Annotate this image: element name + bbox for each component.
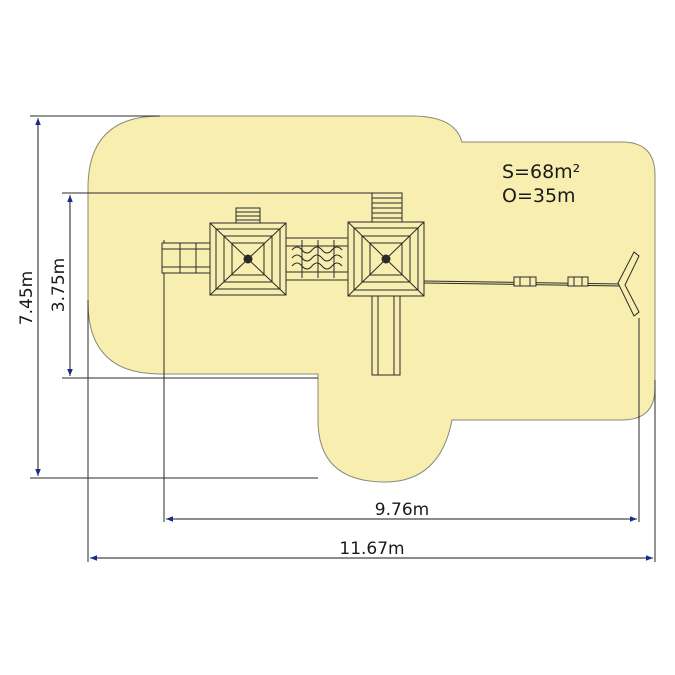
swing-frame [617,251,640,317]
left-slide [161,242,213,274]
rope-bridge [285,237,349,281]
perimeter-value: O=35m [502,185,576,207]
dim-label-width-total: 11.67m [339,539,404,559]
dim-label-width-structure: 9.76m [375,500,429,520]
dim-label-height-total: 7.45m [17,271,37,325]
right-slide [371,294,401,376]
play-structure [161,192,640,376]
left-ladder [235,207,261,225]
extension-lines [30,115,656,562]
area-value: S=68m² [502,161,580,183]
dim-label-height-structure: 3.75m [49,258,69,312]
right-tower [347,221,425,297]
right-ladder [371,192,403,225]
swing-beam [423,276,621,287]
left-tower [209,222,287,296]
